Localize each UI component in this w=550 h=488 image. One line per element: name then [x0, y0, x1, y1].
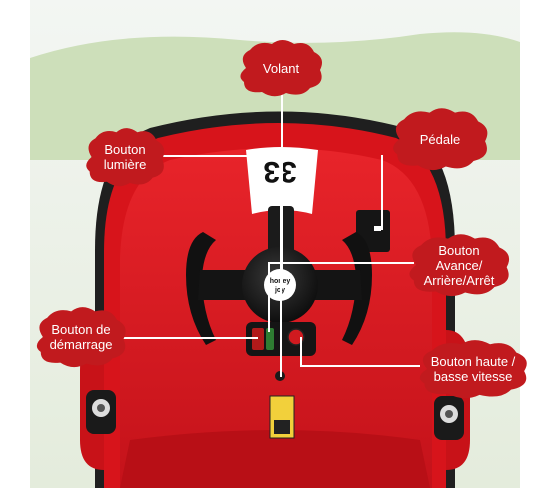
right-wheel: [434, 396, 464, 440]
leader-line-vitesse: [300, 337, 302, 367]
leader-line-pedale: [381, 155, 383, 230]
direction-switch[interactable]: [266, 328, 274, 350]
leader-line-volant: [281, 94, 283, 284]
callout-lumiere: Bouton lumière: [82, 126, 168, 188]
svg-text:joy: joy: [274, 287, 285, 294]
callout-pedale-label: Pédale: [419, 131, 461, 147]
leader-line-avance: [268, 262, 414, 264]
left-wheel: [86, 390, 116, 434]
leader-line-lumiere-v: [280, 155, 282, 377]
start-button[interactable]: [252, 328, 264, 350]
callout-demarrage-label: Bouton de démarrage: [49, 322, 113, 352]
callout-demarrage: Bouton de démarrage: [32, 305, 130, 369]
callout-avance-label: Bouton Avance/ Arrière/Arrêt: [423, 242, 495, 288]
callout-lumiere-label: Bouton lumière: [103, 142, 147, 172]
callout-pedale: Pédale: [388, 106, 492, 172]
leader-line-vitesse-h: [300, 365, 420, 367]
leader-line-demarrage: [118, 337, 258, 339]
callout-vitesse: Bouton haute / basse vitesse: [414, 338, 532, 400]
callout-avance: Bouton Avance/ Arrière/Arrêt: [404, 232, 514, 298]
callout-volant-label: Volant: [262, 60, 300, 76]
leader-line-avance-v: [268, 262, 270, 332]
callout-volant: Volant: [236, 38, 326, 98]
leader-line-lumiere: [150, 155, 280, 157]
callout-vitesse-label: Bouton haute / basse vitesse: [430, 354, 516, 384]
steering-wheel[interactable]: [186, 232, 372, 345]
